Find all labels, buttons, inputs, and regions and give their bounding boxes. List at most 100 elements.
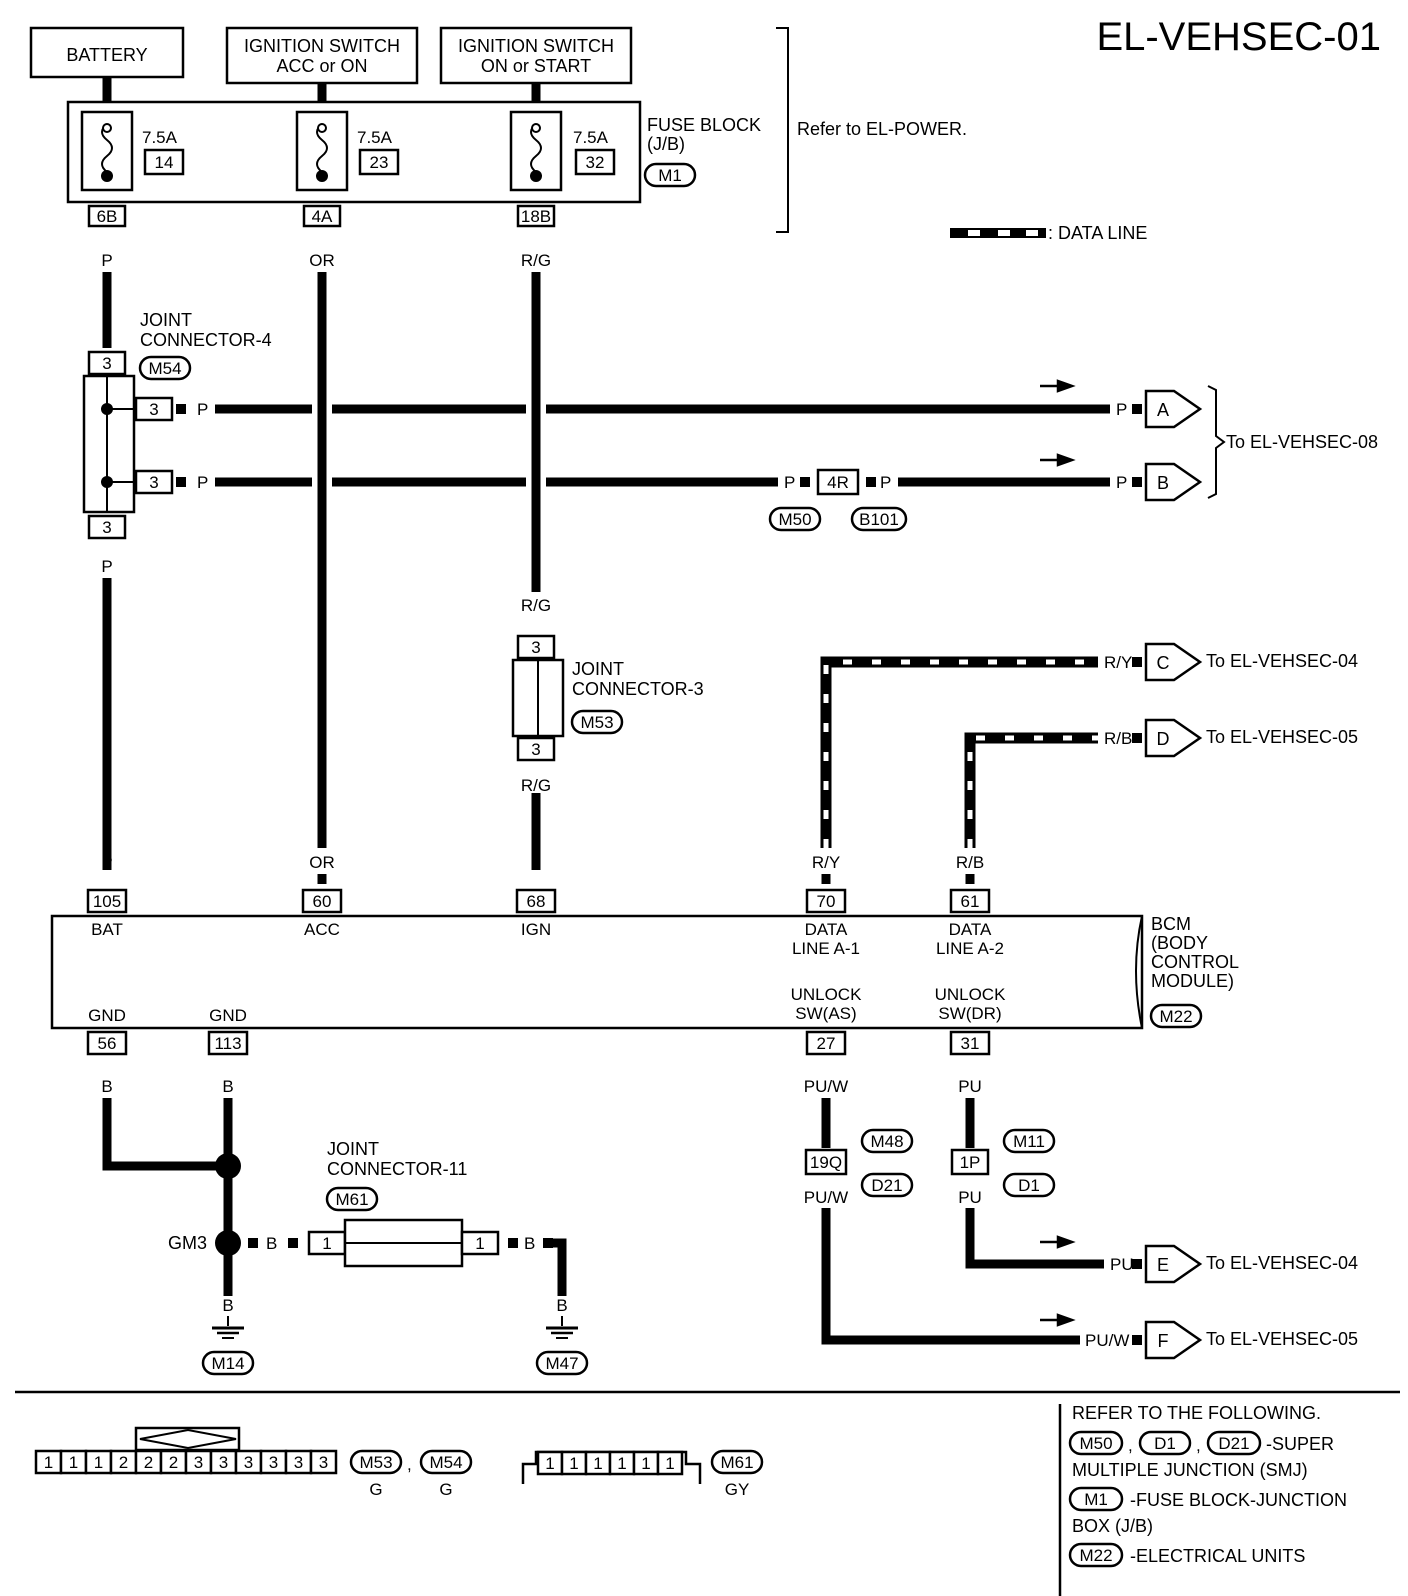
svg-text:3: 3 <box>531 740 540 759</box>
bcm-pin-31: UNLOCK SW(DR) 31 <box>935 985 1007 1056</box>
connector-pin-label: 3 <box>194 1453 203 1472</box>
svg-text:19Q: 19Q <box>810 1153 842 1172</box>
svg-text:M47: M47 <box>545 1354 578 1373</box>
svg-text:E: E <box>1157 1255 1169 1275</box>
svg-text:JOINT: JOINT <box>140 310 192 330</box>
bcm-conn-badge <box>1149 1003 1203 1029</box>
svg-text:SW(AS): SW(AS) <box>795 1004 856 1023</box>
ref-f: To EL-VEHSEC-05 <box>1206 1329 1358 1349</box>
bcm-label-2: (BODY <box>1151 933 1208 953</box>
terminal-6B: 6B <box>87 204 127 228</box>
svg-text:PU/W: PU/W <box>1085 1331 1129 1350</box>
ref-e: To EL-VEHSEC-04 <box>1206 1253 1358 1273</box>
svg-text:M14: M14 <box>211 1354 244 1373</box>
svg-text:3: 3 <box>149 400 158 419</box>
data-line-A1 <box>820 656 1098 848</box>
svg-text:3: 3 <box>531 638 540 657</box>
connector-pin-label: 1 <box>44 1453 53 1472</box>
bcm-label-4: MODULE) <box>1151 971 1234 991</box>
svg-text:DATA: DATA <box>949 920 992 939</box>
svg-text:BATTERY: BATTERY <box>66 45 147 65</box>
battery-source: BATTERY <box>29 26 185 79</box>
svg-text:OR: OR <box>309 853 335 872</box>
ground-M47: M47 <box>535 1326 589 1376</box>
fuse-block: 7.5A 14 7.5A 23 7.5A 32 FUSE BLOCK (J/B)… <box>66 100 761 204</box>
svg-text:-SUPER: -SUPER <box>1266 1434 1334 1454</box>
svg-text:M61: M61 <box>720 1453 753 1472</box>
connector-pin-label: 3 <box>219 1453 228 1472</box>
svg-text:23: 23 <box>370 153 389 172</box>
bcm-pin-113: GND 113 <box>207 1006 249 1056</box>
ignition-acc-source: IGNITION SWITCH ACC or ON <box>225 26 419 85</box>
ref-vehsec-08: To EL-VEHSEC-08 <box>1226 432 1378 452</box>
svg-text:PU: PU <box>958 1188 982 1207</box>
svg-text:P: P <box>101 251 112 270</box>
svg-text:P: P <box>1116 400 1127 419</box>
svg-text:DATA: DATA <box>805 920 848 939</box>
svg-text:M11: M11 <box>1013 1132 1045 1151</box>
svg-text:D1: D1 <box>1018 1176 1040 1195</box>
svg-text:68: 68 <box>527 892 546 911</box>
svg-text:IGN: IGN <box>521 920 551 939</box>
svg-text:R/G: R/G <box>521 596 551 615</box>
terminal-18B: 18B <box>516 204 556 228</box>
bcm-pin-105: 105 BAT <box>86 888 128 939</box>
svg-text:CONNECTOR-4: CONNECTOR-4 <box>140 330 272 350</box>
svg-text:,: , <box>1128 1436 1133 1455</box>
svg-text:M53: M53 <box>359 1453 392 1472</box>
connector-pin-cell <box>309 1449 338 1475</box>
joint-connector-4: JOINT CONNECTOR-4 M54 3 3 3 3 P <box>82 310 272 576</box>
ignition-on-source: IGNITION SWITCH ON or START <box>439 26 633 85</box>
svg-text:D21: D21 <box>1218 1434 1249 1453</box>
svg-text:G: G <box>369 1480 382 1499</box>
svg-text:B: B <box>101 1077 112 1096</box>
svg-text:M50: M50 <box>778 510 811 529</box>
svg-text:-ELECTRICAL UNITS: -ELECTRICAL UNITS <box>1130 1546 1305 1566</box>
svg-text:B: B <box>266 1234 277 1253</box>
ground-M14: M14 <box>201 1326 255 1376</box>
svg-text:-FUSE BLOCK-JUNCTION: -FUSE BLOCK-JUNCTION <box>1130 1490 1347 1510</box>
svg-text:PU/W: PU/W <box>804 1188 848 1207</box>
bcm-label-3: CONTROL <box>1151 952 1239 972</box>
svg-text:B: B <box>222 1077 233 1096</box>
output-flag-F: F <box>1144 1320 1203 1360</box>
svg-text:4A: 4A <box>312 207 333 226</box>
output-flag-C: C <box>1144 642 1203 682</box>
connector-pin-label: 1 <box>641 1454 650 1473</box>
svg-text:70: 70 <box>817 892 836 911</box>
svg-text:R/G: R/G <box>521 776 551 795</box>
svg-text:3: 3 <box>149 473 158 492</box>
svg-text:SW(DR): SW(DR) <box>938 1004 1001 1023</box>
svg-text:UNLOCK: UNLOCK <box>935 985 1007 1004</box>
data-line-A2 <box>964 732 1098 848</box>
refer-power-note: Refer to EL-POWER. <box>797 119 967 139</box>
svg-text:BOX (J/B): BOX (J/B) <box>1072 1516 1153 1536</box>
svg-text:PU/W: PU/W <box>804 1077 848 1096</box>
svg-text:32: 32 <box>586 153 605 172</box>
svg-text:M1: M1 <box>1084 1490 1108 1509</box>
svg-text:6B: 6B <box>97 207 118 226</box>
svg-text:BAT: BAT <box>91 920 123 939</box>
svg-text:R/Y: R/Y <box>1104 653 1132 672</box>
svg-text:JOINT: JOINT <box>327 1139 379 1159</box>
svg-text:R/B: R/B <box>1104 729 1132 748</box>
svg-text:113: 113 <box>214 1034 241 1053</box>
connector-pin-label: 2 <box>144 1453 153 1472</box>
svg-text:R/B: R/B <box>956 853 984 872</box>
connector-pin-label: 1 <box>617 1454 626 1473</box>
connector-pin-cell <box>656 1450 684 1476</box>
svg-text:4R: 4R <box>827 473 849 492</box>
svg-text:F: F <box>1158 1331 1169 1351</box>
svg-text:(J/B): (J/B) <box>647 134 685 154</box>
svg-text:P: P <box>880 473 891 492</box>
svg-text:14: 14 <box>155 153 174 172</box>
svg-text:61: 61 <box>961 892 980 911</box>
inline-connector-1P: 1P M11 D1 <box>950 1128 1056 1198</box>
connector-pin-label: 3 <box>319 1453 328 1472</box>
svg-text:GY: GY <box>725 1480 750 1499</box>
svg-text:60: 60 <box>313 892 332 911</box>
svg-text:M1: M1 <box>658 166 682 185</box>
svg-text:CONNECTOR-3: CONNECTOR-3 <box>572 679 704 699</box>
